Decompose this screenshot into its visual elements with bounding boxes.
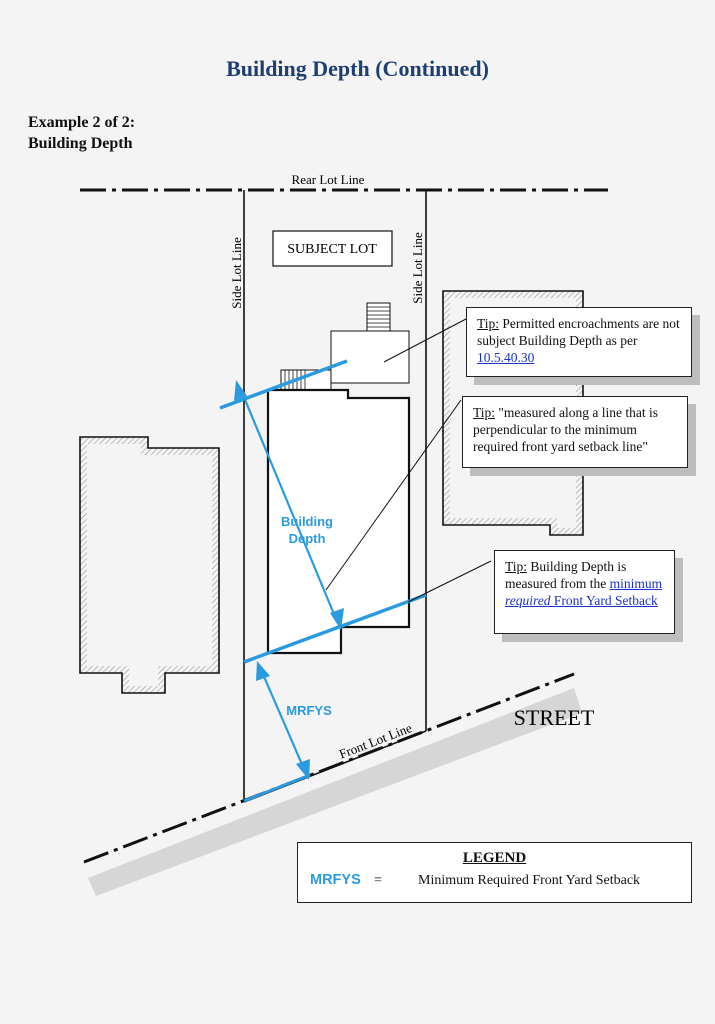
tip-text: Permitted encroachments are not subject … [477,316,680,348]
street-label: STREET [514,705,595,730]
legend-heading: LEGEND [462,850,527,866]
street-band [88,688,582,896]
subject-lot-box [272,230,393,267]
legend-abbreviation: MRFYS [310,872,361,888]
legend-equals: = [374,873,382,888]
front-lot-line-highlight [243,773,311,803]
page-title: Building Depth (Continued) [226,56,489,81]
example-topic: Building Depth [28,135,133,152]
tip-prefix: Tip: [477,316,500,331]
legend-definition: Minimum Required Front Yard Setback [418,873,641,888]
neighbour-building-left [79,436,220,694]
tip-leader-2 [325,399,462,591]
side-lot-line-label-left: Side Lot Line [229,237,244,309]
tip-box-perpendicular: Tip: "measured along a line that is perp… [462,396,688,468]
subject-building [266,388,411,655]
tip-leader-3 [407,560,492,603]
example-heading: Example 2 of 2: Building Depth [28,112,135,154]
side-lot-line-label-right: Side Lot Line [410,232,425,304]
mrfys-link-part-3: Front Yard Setback [550,593,658,608]
subject-lot-label: SUBJECT LOT [287,242,377,257]
rear-encroachment [280,302,410,391]
mrfys-label: MRFYS [286,703,332,718]
tip-text: "measured along a line that is perpendic… [473,405,658,454]
mrfys-link-part-1: minimum [609,576,663,591]
tip-prefix: Tip: [505,559,528,574]
mrfys-link[interactable]: minimum required Front Yard Setback [505,576,662,608]
example-number: Example 2 of 2: [28,114,136,131]
tip-leader-1 [383,318,467,363]
rear-lot-line-label: Rear Lot Line [292,172,365,187]
tip-text: Building Depth is measured from the [505,559,627,591]
bylaw-link-10-5-40-30[interactable]: 10.5.40.30 [477,350,535,365]
tip-box-encroachments: Tip: Permitted encroachments are not sub… [466,307,692,377]
rear-measurement-line [219,359,348,410]
legend-box: LEGEND MRFYS = Minimum Required Front Ya… [297,842,692,903]
tip-box-measured-from: Tip: Building Depth is measured from the… [494,550,675,634]
mrfys-setback-line [243,593,427,664]
building-depth-label-line1: Building [281,514,333,529]
building-depth-label-line2: Depth [289,531,326,546]
mrfys-link-part-2: required [505,593,551,608]
tip-prefix: Tip: [473,405,496,420]
mrfys-arrow [256,661,310,780]
building-depth-arrow [234,380,344,630]
